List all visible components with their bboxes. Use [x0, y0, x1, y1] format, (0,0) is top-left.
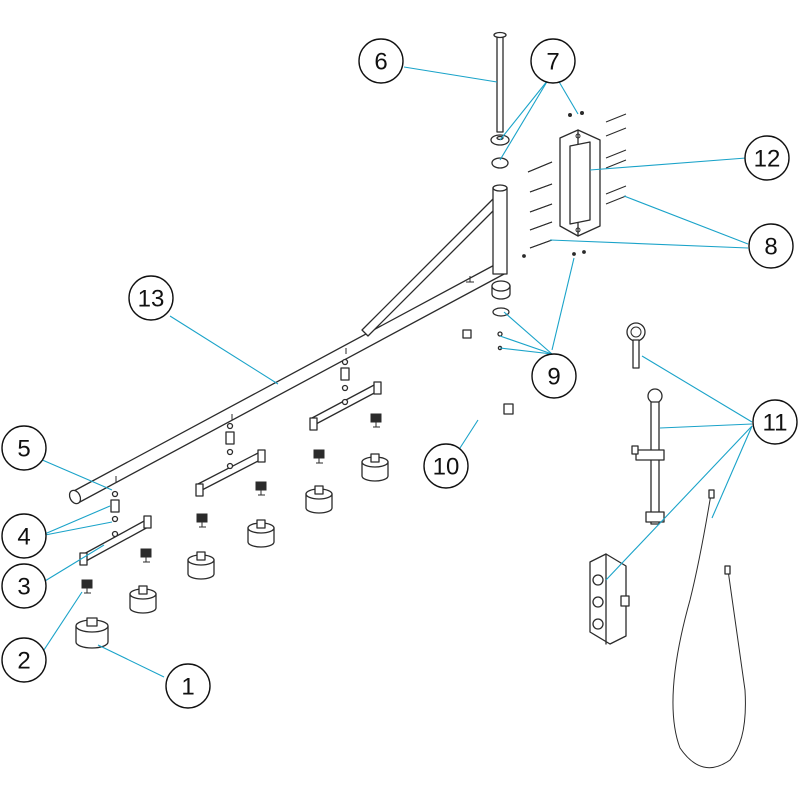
nozzle-fittings — [81, 413, 382, 594]
slide-bar — [631, 388, 665, 525]
svg-text:5: 5 — [17, 436, 30, 463]
callout-6: 6 — [358, 38, 404, 84]
svg-text:6: 6 — [374, 49, 387, 76]
thermostatic-valve — [589, 553, 630, 645]
callout-13: 13 — [128, 275, 174, 321]
svg-text:11: 11 — [763, 410, 788, 437]
spray-heads — [75, 453, 389, 649]
spray-bar-1 — [79, 515, 152, 566]
callout-9: 9 — [531, 353, 577, 399]
part-12-wall-bracket — [559, 129, 601, 237]
callout-2: 2 — [1, 637, 47, 683]
svg-text:7: 7 — [546, 49, 559, 76]
callout-7: 7 — [530, 38, 576, 84]
callout-5: 5 — [1, 425, 47, 471]
callout-12: 12 — [744, 135, 790, 181]
svg-text:12: 12 — [754, 146, 781, 173]
spray-head-3 — [187, 551, 215, 580]
svg-text:1: 1 — [181, 674, 194, 701]
part-13-main-arm — [68, 184, 508, 505]
svg-text:3: 3 — [17, 574, 30, 601]
spray-head-2 — [129, 585, 157, 614]
svg-text:2: 2 — [17, 648, 30, 675]
svg-text:4: 4 — [17, 524, 30, 551]
spray-bar-2 — [195, 449, 266, 497]
svg-text:8: 8 — [764, 234, 777, 261]
part-10-flexible-pipe — [462, 329, 514, 421]
hand-shower — [626, 322, 646, 369]
callout-4: 4 — [1, 513, 47, 559]
svg-text:9: 9 — [547, 364, 560, 391]
svg-text:10: 10 — [433, 454, 460, 481]
part-7-washers — [490, 111, 584, 169]
spray-head-5 — [305, 485, 333, 514]
part-11-shower-set — [589, 322, 746, 769]
callouts: 1 2 3 4 5 6 7 8 — [1, 38, 798, 709]
spray-head-4 — [247, 519, 275, 548]
callout-11: 11 — [752, 399, 798, 445]
svg-text:13: 13 — [138, 286, 165, 313]
callout-3: 3 — [1, 563, 47, 609]
callout-8: 8 — [748, 223, 794, 269]
shower-hose — [672, 489, 746, 769]
spray-head-6 — [361, 453, 389, 482]
part-8-screws-and-plugs — [522, 113, 627, 258]
callout-1: 1 — [165, 663, 211, 709]
spray-head-1 — [75, 617, 109, 649]
leader-lines — [39, 66, 753, 678]
callout-10: 10 — [423, 443, 469, 489]
connector-stacks — [110, 358, 350, 538]
part-6-vertical-rod — [493, 31, 507, 133]
